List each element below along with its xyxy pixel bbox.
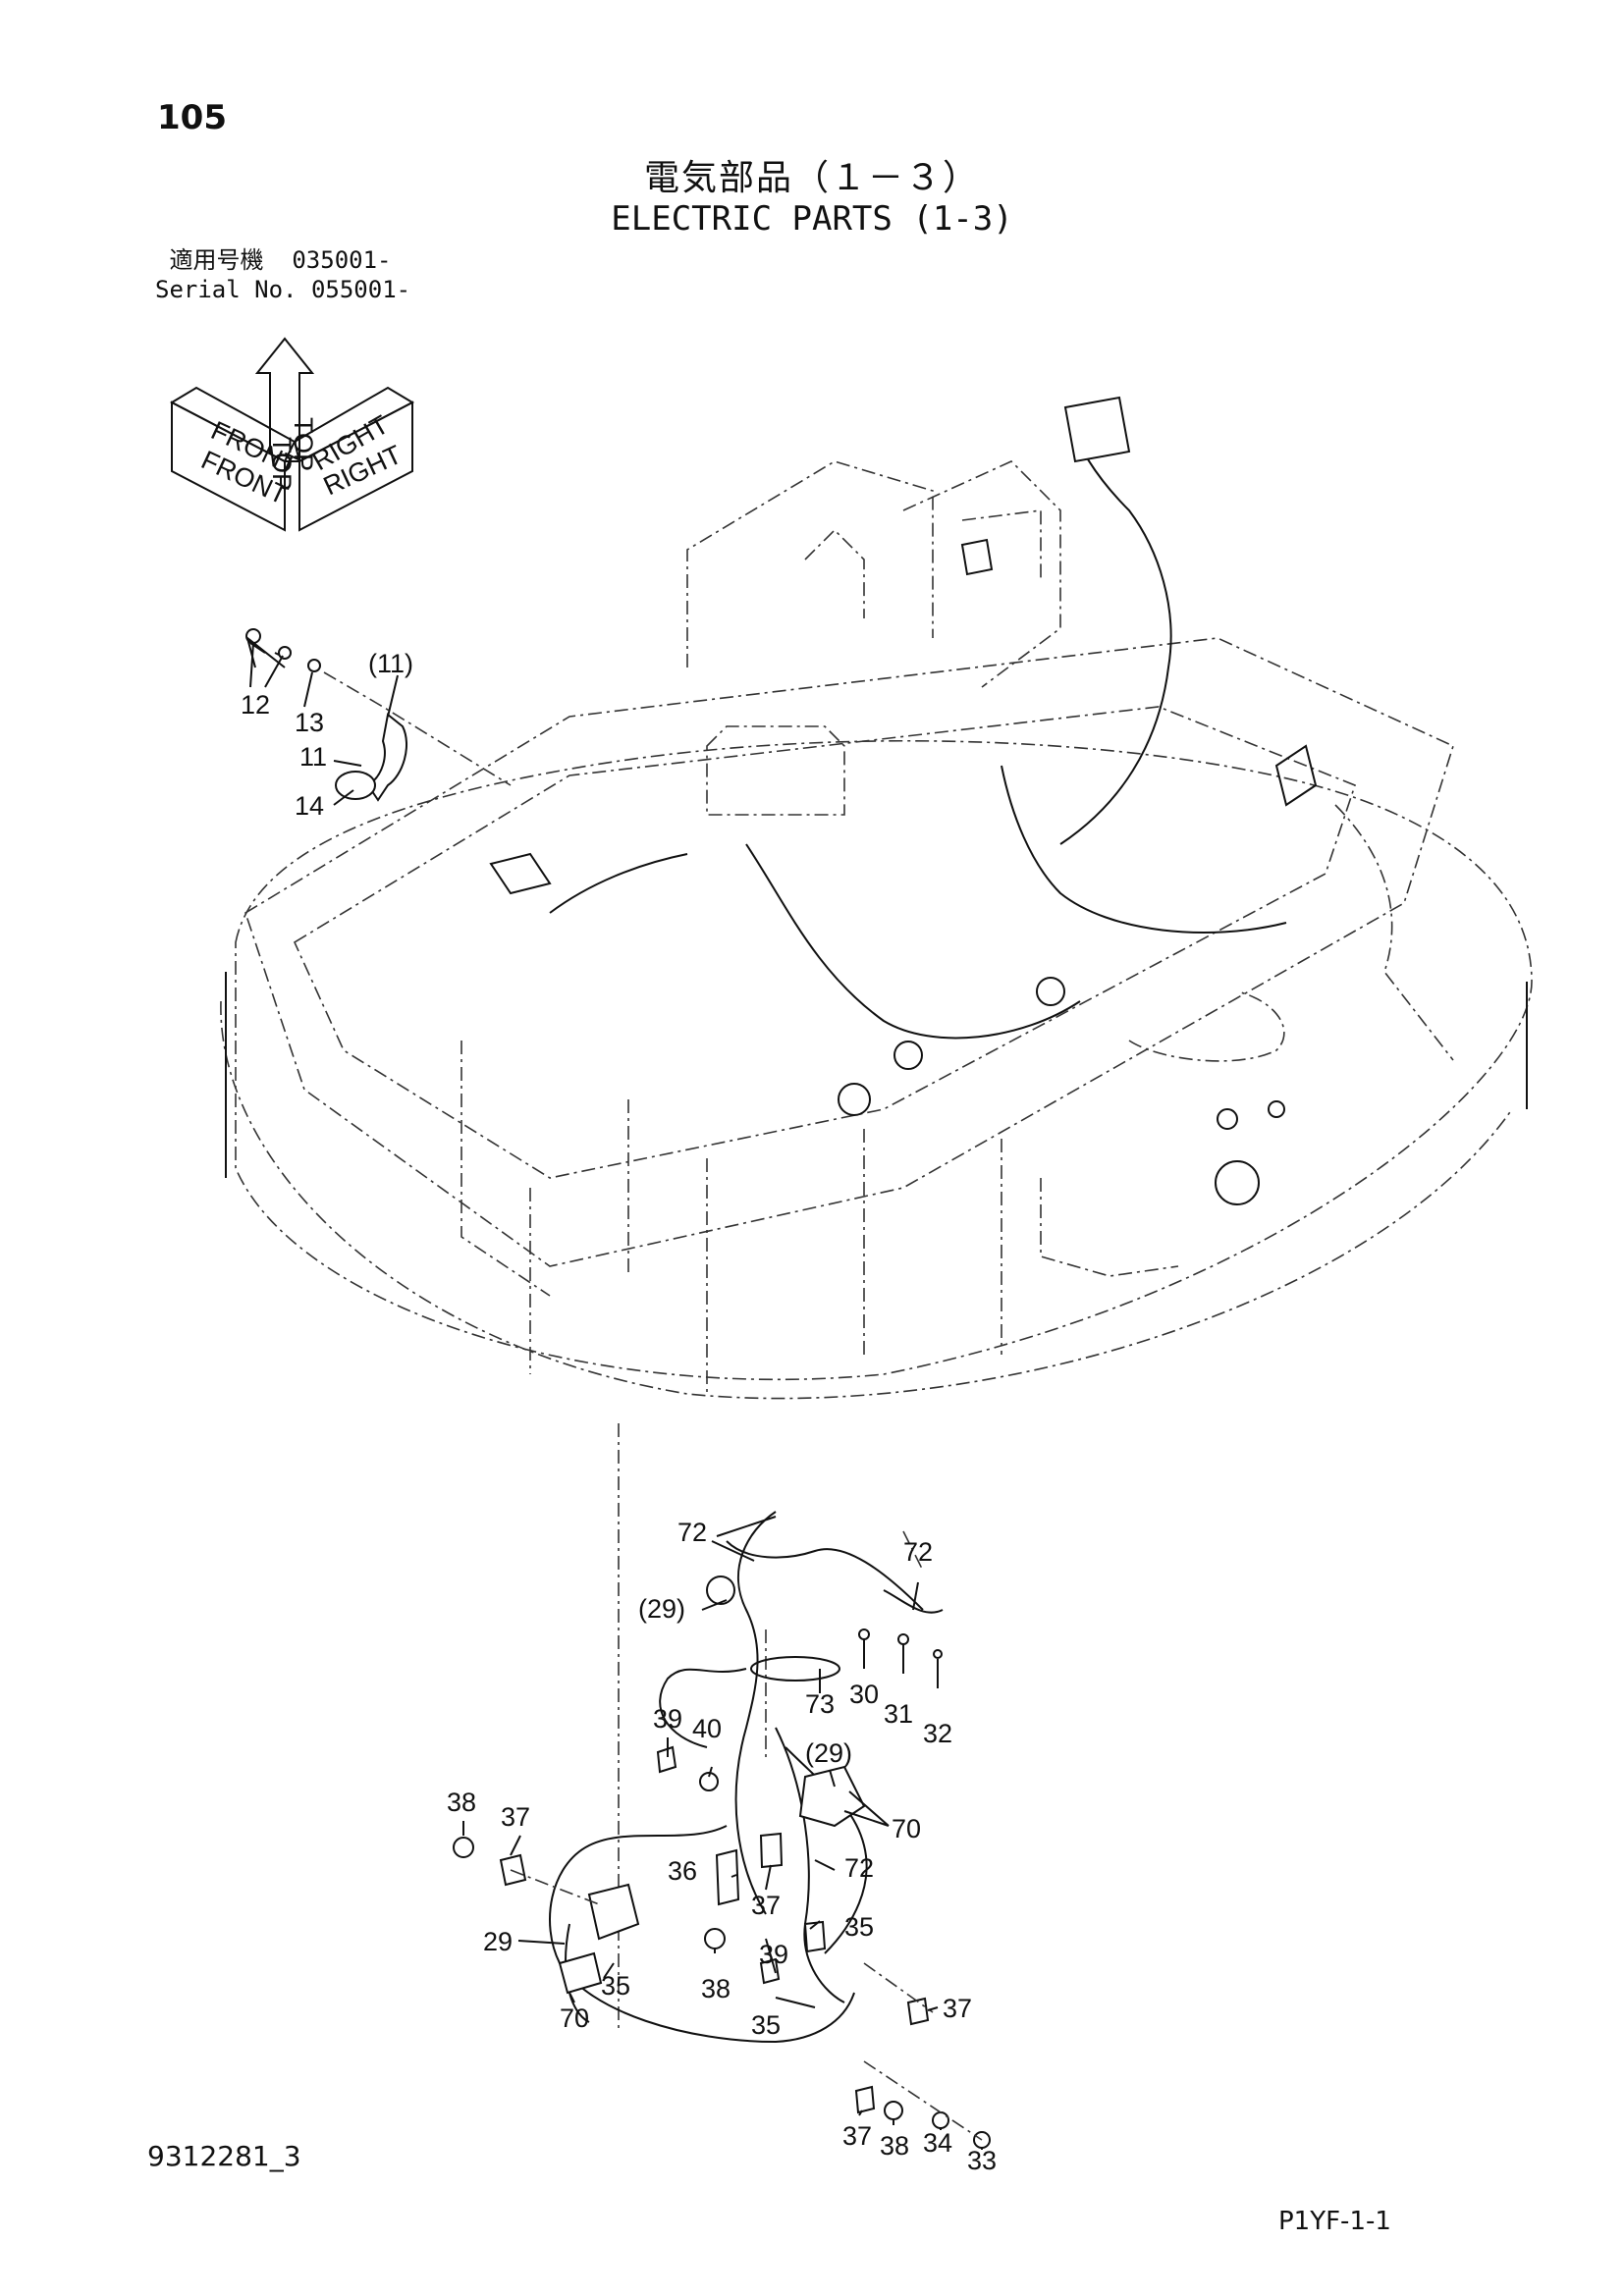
callout-37-c: 37 — [943, 1994, 972, 2023]
callout-33: 33 — [967, 2146, 997, 2175]
callout-72-a: 72 — [677, 1518, 707, 1547]
callout-72-c: 72 — [844, 1853, 874, 1883]
callout-30: 30 — [849, 1680, 879, 1709]
upper-frame-drawing — [220, 396, 1533, 1400]
serial-label: Serial No. — [155, 276, 298, 303]
callout-11: 11 — [299, 742, 327, 772]
serial-value: 055001- — [310, 276, 411, 303]
callout-37-a: 37 — [501, 1802, 530, 1832]
callout-35-a: 35 — [844, 1912, 874, 1942]
callout-14: 14 — [295, 791, 324, 821]
callout-29-ref-a: (29) — [638, 1594, 685, 1624]
serial-line: Serial No. 055001- — [155, 275, 410, 304]
callout-72-b: 72 — [903, 1537, 933, 1567]
title-english: ELECTRIC PARTS (1-3) — [611, 199, 1013, 239]
callout-labels: 12 13 (11) 11 14 72 72 (29) 73 30 31 32 … — [241, 649, 997, 2175]
callout-37-d: 37 — [842, 2121, 872, 2151]
serial-block: 適用号機 035001- Serial No. 055001- — [155, 245, 410, 304]
callout-39-a: 39 — [653, 1704, 682, 1734]
callout-34: 34 — [923, 2128, 952, 2158]
callout-29: 29 — [483, 1927, 513, 1956]
drawing-number: 9312281_3 — [147, 2140, 301, 2172]
icon-label-top-1: TOP — [267, 437, 297, 491]
title-japanese: 電気部品（１－３） — [643, 158, 980, 198]
callout-38-c: 38 — [880, 2131, 909, 2161]
callout-38-b: 38 — [701, 1974, 731, 2003]
lower-harness-drawing — [549, 1423, 944, 2044]
callout-31: 31 — [884, 1699, 913, 1729]
callout-11-ref: (11) — [368, 649, 413, 678]
callout-32: 32 — [923, 1719, 952, 1748]
icon-label-top-2: TOP — [289, 417, 318, 471]
page-number: 105 — [157, 98, 227, 137]
callout-70-b: 70 — [560, 2003, 589, 2033]
callout-38-a: 38 — [447, 1788, 476, 1817]
applicable-label: 適用号機 — [169, 246, 264, 274]
callout-leaders — [249, 642, 983, 2150]
page-code: P1YF-1-1 — [1278, 2207, 1391, 2236]
applicable-model-line: 適用号機 035001- — [155, 245, 410, 275]
callout-39-b: 39 — [759, 1940, 788, 1969]
callout-12: 12 — [241, 690, 270, 720]
callout-70-a: 70 — [892, 1814, 921, 1843]
callout-13: 13 — [295, 708, 324, 737]
callout-40: 40 — [692, 1714, 722, 1743]
callout-73: 73 — [805, 1689, 835, 1719]
ground-cable-assembly — [245, 628, 512, 802]
applicable-value: 035001- — [292, 246, 392, 274]
orientation-icon: TOP TOP FRONT FRONT RIGHT RIGHT — [169, 337, 415, 532]
callout-29-ref-b: (29) — [805, 1738, 852, 1768]
callout-35-b: 35 — [601, 1971, 630, 2001]
callout-37-b: 37 — [751, 1891, 781, 1920]
callout-36: 36 — [668, 1856, 697, 1886]
callout-35-c: 35 — [751, 2010, 781, 2040]
